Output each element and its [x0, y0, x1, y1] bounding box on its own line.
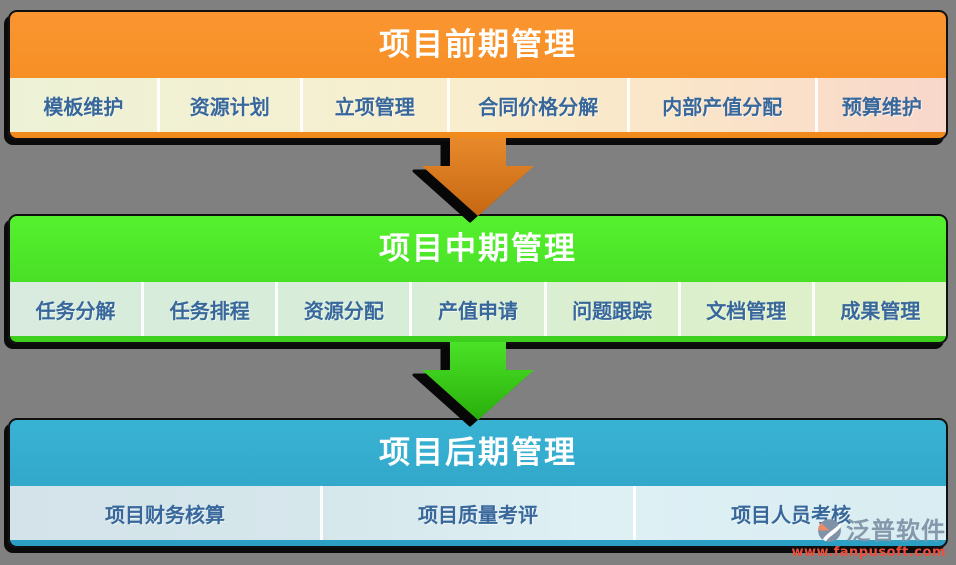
item-project-financial-accounting: 项目财务核算: [105, 502, 225, 527]
item-document-management: 文档管理: [677, 282, 812, 336]
fanpu-logo-icon: [818, 519, 841, 542]
item-budget-maintenance: 预算维护: [814, 78, 946, 132]
phase-late-items-row: 项目财务核算 项目质量考评 项目人员考核: [10, 486, 946, 540]
phase-mid-block: 项目中期管理 任务分解 任务排程 资源分配 产值申请 问题跟踪 文档管理 成果管…: [8, 214, 948, 344]
phase-mid-title: 项目中期管理: [379, 231, 577, 267]
item-deliverable-management: 成果管理: [811, 282, 946, 336]
item-task-scheduling: 任务排程: [141, 282, 275, 336]
item-task-breakdown: 任务分解: [35, 298, 116, 323]
phase-early-items-row: 模板维护 资源计划 立项管理 合同价格分解 内部产值分配 预算维护: [10, 78, 946, 132]
watermark: 泛普软件 www.fanpusoft.com: [791, 516, 946, 560]
arrow-gap-1: [8, 138, 948, 223]
down-arrow-green-icon: [412, 342, 534, 427]
phase-late-title: 项目后期管理: [379, 435, 577, 471]
arrow-gap-2: [8, 342, 948, 427]
diagram-stage: 项目前期管理 模板维护 资源计划 立项管理 合同价格分解 内部产值分配 预算维护: [8, 10, 948, 548]
item-resource-allocation: 资源分配: [275, 282, 409, 336]
item-template-maintenance: 模板维护: [43, 94, 124, 119]
phase-early-block: 项目前期管理 模板维护 资源计划 立项管理 合同价格分解 内部产值分配 预算维护: [8, 10, 948, 140]
item-issue-tracking: 问题跟踪: [543, 282, 678, 336]
watermark-brand: 泛普软件: [846, 516, 946, 545]
down-arrow-orange-icon: [412, 138, 534, 223]
item-project-quality-evaluation: 项目质量考评: [320, 486, 633, 540]
item-resource-planning: 资源计划: [156, 78, 300, 132]
phase-early-title: 项目前期管理: [379, 27, 577, 63]
item-contract-price-breakdown: 合同价格分解: [446, 78, 627, 132]
phase-mid-items-row: 任务分解 任务排程 资源分配 产值申请 问题跟踪 文档管理 成果管理: [10, 282, 946, 336]
item-internal-output-allocation: 内部产值分配: [626, 78, 815, 132]
phase-late-block: 项目后期管理 项目财务核算 项目质量考评 项目人员考核: [8, 418, 948, 548]
watermark-url: www.fanpusoft.com: [791, 545, 946, 560]
item-project-initiation: 立项管理: [299, 78, 447, 132]
item-output-value-application: 产值申请: [409, 282, 543, 336]
